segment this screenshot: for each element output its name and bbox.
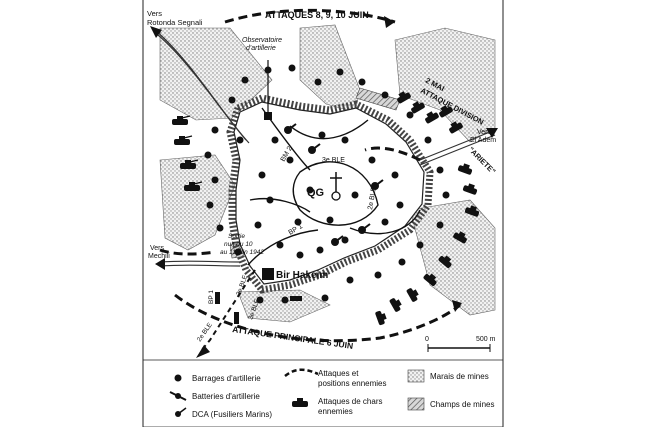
label-3e-ble: 3e BLE <box>322 157 345 164</box>
label-qg: QG <box>307 187 324 199</box>
artillery-batteries <box>284 123 384 246</box>
artillery-barrages <box>204 64 450 304</box>
tracks <box>154 29 496 267</box>
bir-hakeim-marker <box>262 268 274 280</box>
label-bir-hakeim: Bir Hakeim <box>276 270 328 281</box>
label-attaques-8-9-10: ATTAQUES 8, 9, 10 JUIN <box>265 10 369 20</box>
legend-attack-symbol <box>284 368 319 378</box>
label-rotonda-segnali: Rotonda Segnali <box>147 18 203 27</box>
legend-batteries: Batteries d'artillerie <box>192 392 260 401</box>
qg-marker <box>330 172 342 201</box>
legend-marais-symbol <box>407 369 425 383</box>
label-bp1-bottom: BP 1 <box>208 290 215 304</box>
legend: Barrages d'artillerie Batteries d'artill… <box>143 359 503 427</box>
legend-chars-1: Attaques de chars <box>318 397 382 406</box>
legend-chars-2: ennemies <box>318 407 353 416</box>
unit-markers <box>215 292 302 324</box>
legend-battery-symbol <box>169 391 187 401</box>
label-observatoire: Observatoire <box>242 37 282 44</box>
legend-barrages: Barrages d'artillerie <box>192 374 261 383</box>
label-sortie-2: nuit du 10 <box>224 241 253 248</box>
track-arrows <box>150 26 498 270</box>
label-attaque-principale: ATTAQUE PRINCIPALE 6 JUIN <box>232 324 354 351</box>
enemy-attack-lines <box>159 8 461 343</box>
label-sortie-1: Sortie <box>228 233 245 240</box>
enemy-tanks <box>172 91 480 326</box>
observatoire-square <box>264 112 272 120</box>
scale-zero: 0 <box>425 336 429 343</box>
label-vers-el-adem-1: Vers <box>477 129 492 136</box>
legend-dca: DCA (Fusiliers Marins) <box>192 410 272 419</box>
scale-max: 500 m <box>476 336 496 343</box>
label-vers-mechili-2: Mechili <box>148 253 170 260</box>
legend-dca-symbol <box>175 407 187 417</box>
label-vers-rotonda: Vers <box>147 9 162 18</box>
legend-champs: Champs de mines <box>430 400 494 409</box>
label-vers-el-adem-2: El Adem <box>470 137 496 144</box>
legend-attaques-2: positions ennemies <box>318 379 386 388</box>
label-2e-ble-right: 2e BLE <box>367 186 378 210</box>
legend-champs-symbol <box>407 397 425 411</box>
sortie-route <box>196 269 256 358</box>
legend-marais: Marais de mines <box>430 372 489 381</box>
label-2e-ble-vertical: 2e BLE <box>196 321 214 343</box>
fortress-perimeter <box>226 94 434 294</box>
label-d-artillerie: d'artillerie <box>246 45 276 52</box>
legend-attaques-1: Attaques et <box>318 369 359 378</box>
scale-bar: 0 500 m <box>425 336 496 352</box>
label-vers-mechili-1: Vers <box>150 245 165 252</box>
label-sortie-3: au 11 juin 1942 <box>220 249 264 256</box>
legend-barrage-symbol <box>174 374 182 382</box>
legend-tank-symbol <box>292 398 308 407</box>
